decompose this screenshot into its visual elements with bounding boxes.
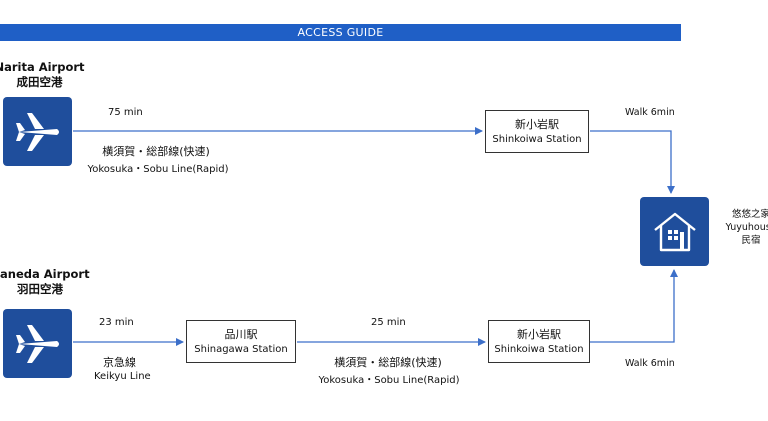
house-icon — [653, 212, 696, 251]
haneda-walk-arrow — [590, 269, 678, 343]
narita-line-en: Yokosuka・Sobu Line(Rapid) — [87, 164, 229, 175]
narita-line-jp: 横須賀・総部線(快速) — [102, 145, 210, 158]
haneda-duration-1: 23 min — [99, 317, 134, 328]
airplane-icon — [15, 112, 59, 151]
narita-name-jp: 成田空港 — [16, 75, 63, 89]
haneda-line1-jp: 京急線 — [103, 356, 136, 369]
destination-name-en: Yuyuhouse — [725, 222, 768, 233]
destination-label: 悠悠之家 Yuyuhouse 民宿 — [721, 208, 768, 247]
haneda-station-en: Shinkoiwa Station — [494, 343, 584, 355]
destination-icon-box — [640, 197, 709, 266]
haneda-airport-icon — [3, 309, 72, 378]
haneda-airport-title: Haneda Airport 羽田空港 — [0, 267, 90, 297]
destination-type-jp: 民宿 — [741, 235, 761, 246]
haneda-line2-en: Yokosuka・Sobu Line(Rapid) — [318, 375, 460, 386]
airplane-icon — [15, 324, 59, 363]
narita-duration: 75 min — [108, 107, 143, 118]
narita-airport-icon — [3, 97, 72, 166]
narita-walk: Walk 6min — [625, 107, 675, 118]
narita-station-jp: 新小岩駅 — [515, 117, 559, 131]
haneda-line2-jp: 横須賀・総部線(快速) — [334, 356, 442, 369]
haneda-name-jp: 羽田空港 — [17, 282, 63, 296]
haneda-duration-2: 25 min — [371, 317, 406, 328]
shinagawa-station-en: Shinagawa Station — [194, 343, 288, 355]
narita-airport-title: Narita Airport 成田空港 — [0, 60, 87, 90]
narita-walk-arrow — [590, 130, 675, 194]
haneda-walk: Walk 6min — [625, 358, 675, 369]
narita-name-en: Narita Airport — [0, 60, 85, 74]
shinagawa-station-jp: 品川駅 — [224, 327, 258, 341]
haneda-station-jp: 新小岩駅 — [517, 327, 561, 341]
access-guide-header: ACCESS GUIDE — [0, 24, 681, 41]
shinagawa-station: 品川駅 Shinagawa Station — [186, 320, 296, 363]
destination-name-jp: 悠悠之家 — [731, 209, 768, 220]
narita-station-en: Shinkoiwa Station — [492, 133, 582, 145]
haneda-shinkoiwa-station: 新小岩駅 Shinkoiwa Station — [488, 320, 590, 363]
narita-shinkoiwa-station: 新小岩駅 Shinkoiwa Station — [485, 110, 589, 153]
haneda-line1-en: Keikyu Line — [94, 371, 151, 382]
haneda-name-en: Haneda Airport — [0, 267, 90, 281]
